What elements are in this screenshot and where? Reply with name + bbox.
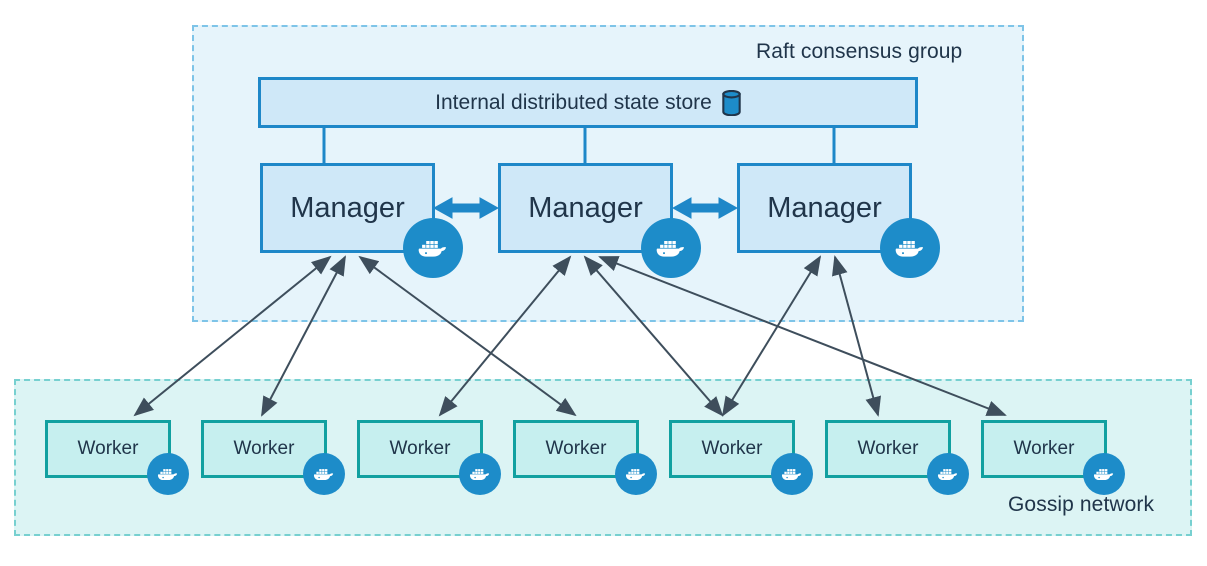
worker-label: Worker — [545, 438, 607, 459]
docker-whale-icon — [147, 453, 189, 495]
worker-label: Worker — [701, 438, 763, 459]
docker-whale-icon — [771, 453, 813, 495]
worker-label: Worker — [233, 438, 295, 459]
internal-state-store-label: Internal distributed state store — [435, 90, 712, 114]
database-cylinder-icon — [722, 89, 741, 116]
manager-node-1[interactable]: Manager — [260, 163, 463, 278]
docker-whale-icon — [459, 453, 501, 495]
docker-whale-icon — [641, 218, 701, 278]
worker-label: Worker — [389, 438, 451, 459]
worker-node-5[interactable]: Worker — [669, 420, 813, 495]
docker-whale-icon — [880, 218, 940, 278]
docker-whale-icon — [403, 218, 463, 278]
worker-label: Worker — [857, 438, 919, 459]
worker-node-4[interactable]: Worker — [513, 420, 657, 495]
manager-label: Manager — [290, 191, 405, 224]
raft-consensus-group-label: Raft consensus group — [756, 40, 963, 63]
docker-whale-icon — [927, 453, 969, 495]
worker-node-7[interactable]: Worker — [981, 420, 1125, 495]
manager-label: Manager — [528, 191, 643, 224]
worker-node-6[interactable]: Worker — [825, 420, 969, 495]
worker-node-1[interactable]: Worker — [45, 420, 189, 495]
worker-label: Worker — [1013, 438, 1075, 459]
worker-node-2[interactable]: Worker — [201, 420, 345, 495]
docker-whale-icon — [615, 453, 657, 495]
docker-whale-icon — [303, 453, 345, 495]
manager-label: Manager — [767, 191, 882, 224]
worker-node-3[interactable]: Worker — [357, 420, 501, 495]
manager-node-3[interactable]: Manager — [737, 163, 940, 278]
gossip-network-label: Gossip network — [1008, 493, 1155, 516]
internal-state-store-box[interactable]: Internal distributed state store — [258, 77, 918, 128]
manager-node-2[interactable]: Manager — [498, 163, 701, 278]
worker-label: Worker — [77, 438, 139, 459]
docker-whale-icon — [1083, 453, 1125, 495]
